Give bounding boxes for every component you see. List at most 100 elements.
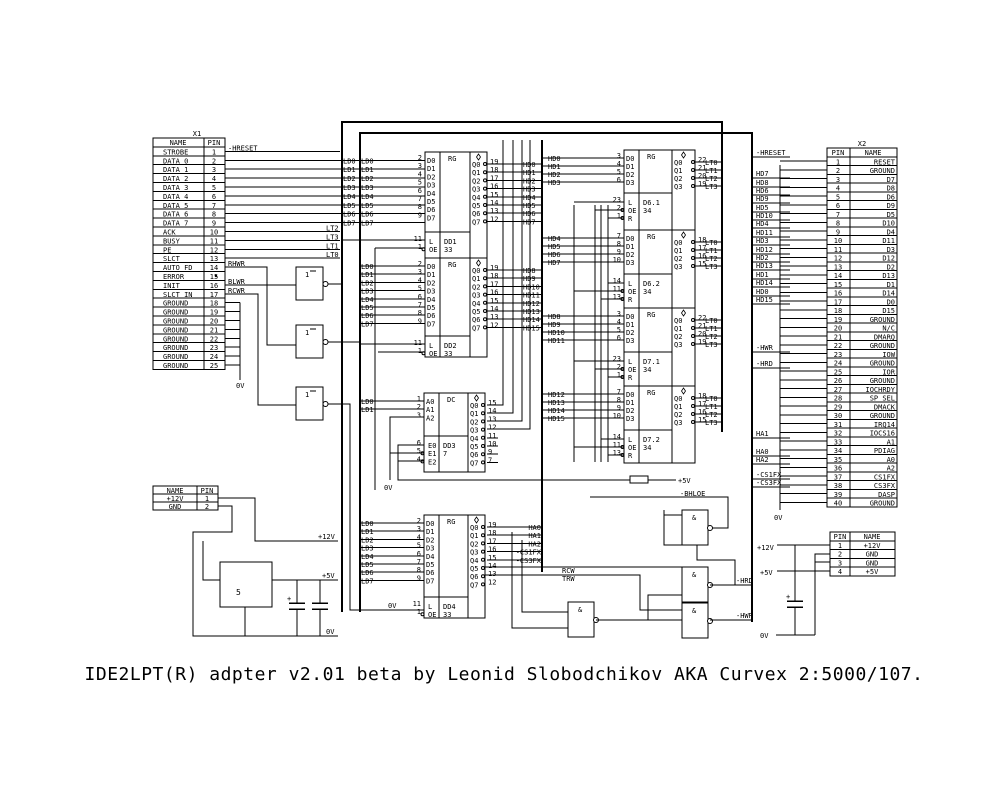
and-symbol: & [692, 571, 697, 579]
output-bubble [481, 582, 485, 587]
chip-pin-number: 2 [417, 403, 421, 411]
net-label-0v: 0V [326, 628, 335, 636]
x2-pin-number: 29 [834, 403, 842, 411]
output-bubble [483, 162, 487, 166]
output-bubble [483, 170, 487, 175]
wire [814, 553, 830, 635]
x2-pin-name: A0 [887, 456, 895, 464]
chip-input-label: D4 [426, 553, 434, 561]
chip-control-label: R [628, 374, 633, 382]
net-label-hwr: -HWR [736, 612, 754, 620]
chip-pin-number: 9 [418, 317, 422, 325]
chip-function: RG [647, 311, 655, 319]
x2-pin-number: 11 [834, 246, 842, 254]
net-label-hd: HD1 [548, 163, 561, 171]
net-label-hd: HD9 [548, 321, 561, 329]
chip-pin-number: 3 [418, 268, 422, 276]
chip-output-label: Q2 [674, 411, 682, 419]
schematic-title: IDE2LPT(R) adpter v2.01 beta by Leonid S… [84, 664, 924, 685]
chip-body [623, 385, 696, 464]
output-bubble [691, 412, 695, 416]
net-label-hd: HD6 [523, 210, 536, 218]
x1-pin-number: 5 [212, 184, 216, 192]
x1-pin-number: 16 [210, 282, 218, 290]
tristate-icon [476, 259, 481, 267]
x4-pin-name: GND [866, 559, 879, 567]
net-label-ld: LD5 [361, 561, 374, 569]
net-label-ld: LD7 [361, 577, 374, 585]
chip-pin-number: 3 [418, 162, 422, 170]
chip-input-label: D1 [426, 528, 434, 536]
output-bubble [483, 325, 487, 330]
net-label-lt: LT0 [705, 317, 718, 325]
chip-type: 33 [444, 350, 452, 358]
output-bubble [691, 256, 695, 260]
chip-body [623, 149, 696, 231]
x2-pin-number: 2 [836, 167, 840, 175]
output-bubble [481, 541, 485, 546]
net-label-lt: LT3 [705, 183, 718, 191]
x2-pin-number: 22 [834, 342, 842, 350]
x4-pin-number: 1 [838, 542, 842, 550]
net-label-hd: HD8 [523, 267, 536, 275]
net-label-hd: HD14 [523, 316, 540, 324]
x2-pin-number: 30 [834, 412, 842, 420]
x2-pin-name: D0 [887, 298, 895, 306]
x1-pin-header: PIN [208, 139, 221, 147]
x1-pin-name: DATA 5 [163, 202, 188, 210]
wire-rhwr [225, 266, 296, 346]
chip-input-label: D2 [426, 536, 434, 544]
chip-input-label: D0 [626, 313, 634, 321]
chip-input-label: D2 [626, 171, 634, 179]
tristate-icon [681, 387, 686, 395]
chip-pin-number: 1 [418, 347, 422, 355]
x1-pin-number: 24 [210, 353, 218, 361]
x2-net-label: -HWR [756, 344, 774, 352]
inverters: 111 [295, 266, 424, 611]
net-label-lt: LT3 [705, 419, 718, 427]
x4-pin-number: 2 [838, 551, 842, 559]
chip-pin-number: 23 [613, 355, 621, 363]
x2-pin-name: IRQ14 [874, 421, 895, 429]
x2-pin-name: D15 [882, 307, 895, 315]
inverter-gate [295, 266, 324, 301]
chip-pin-number: 19 [698, 338, 706, 346]
x1-pin-number: 18 [210, 300, 218, 308]
net-label-lt: LT2 [705, 411, 718, 419]
net-label-0v: 0V [760, 632, 769, 640]
x1-pin-name: AUTO FD [163, 264, 193, 272]
and-symbol: & [692, 514, 697, 522]
x1-pin-number: 4 [212, 175, 216, 183]
x2-pin-name: D2 [887, 263, 895, 271]
chip-pin-number: 18 [490, 166, 498, 174]
x1-pin-name: DATA 0 [163, 157, 188, 165]
x1-pin-number: 6 [212, 193, 216, 201]
x1-pin-name: PE [163, 246, 171, 254]
chip-input-label: D1 [626, 243, 634, 251]
tristate-icon [474, 394, 479, 402]
chip-pin-number: 15 [488, 399, 496, 407]
x1-pin-name: GROUND [163, 344, 188, 352]
chip-output-label: Q5 [470, 565, 478, 573]
chip-output-label: Q0 [470, 402, 478, 410]
x2-pin-header: PIN [832, 149, 845, 157]
chip-pin-number: 9 [617, 404, 621, 412]
x2-pin-number: 18 [834, 307, 842, 315]
output-bubble [691, 318, 695, 322]
x1-pin-number: 12 [210, 246, 218, 254]
chip-pin-number: 13 [490, 313, 498, 321]
net-label-5v: +5V [678, 477, 691, 485]
chip-pin-number: 6 [417, 439, 421, 447]
control-bubble [420, 612, 425, 617]
x1-pin-number: 1 [212, 148, 216, 156]
chip-pin-number: 17 [490, 280, 498, 288]
chip-output-label: Q1 [470, 410, 478, 418]
net-label-ld: LD2 [343, 175, 356, 183]
bus-frame-outer [341, 121, 723, 612]
chip-input-label: D0 [626, 391, 634, 399]
net-label-hd: HD0 [523, 161, 536, 169]
net-label-rhwr: RHWR [228, 260, 246, 268]
x1-pin-name: GROUND [163, 335, 188, 343]
output-bubble [691, 342, 695, 346]
